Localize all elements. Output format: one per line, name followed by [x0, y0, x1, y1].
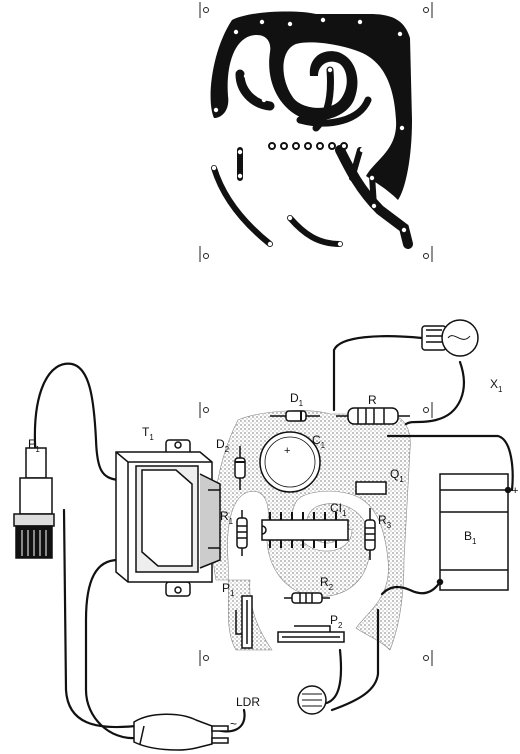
- pcb-track-mid: [237, 147, 377, 209]
- pcb-track-left: [211, 165, 273, 247]
- lamp-x1: [421, 319, 479, 357]
- label-b1: B1: [464, 529, 477, 546]
- label-ldr: LDR: [236, 695, 260, 709]
- label-x1: X1: [490, 377, 503, 394]
- pcb-ic-pads: [268, 142, 348, 150]
- pcb-track-bottom: [287, 215, 343, 247]
- wire-ldr-right: [330, 608, 380, 712]
- ic-ci1: [261, 512, 349, 548]
- pcb-corner-marks: [199, 2, 433, 262]
- pcb-copper-main: [210, 11, 412, 200]
- diode-d2: [234, 446, 246, 490]
- pcb-track-inner: [296, 66, 372, 132]
- wire-battery-plus: [386, 434, 514, 492]
- pcb-track-loop: [235, 69, 275, 111]
- wire-battery-minus: [380, 580, 442, 596]
- label-p2: P2: [330, 613, 343, 630]
- wire-transformer-to-plug: [84, 558, 138, 740]
- label-d1: D1: [290, 391, 304, 408]
- ac-mark: ~: [230, 717, 237, 731]
- battery-b1: [436, 473, 512, 591]
- transformer: [115, 439, 221, 597]
- resistor-r: [336, 407, 410, 425]
- trimmer-p2: [277, 625, 345, 643]
- label-c1: C1: [312, 433, 326, 450]
- label-ci1: CI1: [330, 501, 347, 518]
- wire-lamp-left: [332, 335, 424, 412]
- assembly-view: +: [13, 319, 514, 751]
- label-d2: D2: [216, 437, 230, 454]
- fuse-holder: [13, 447, 55, 559]
- label-t1: T1: [142, 425, 154, 442]
- pcb-track-diagonal: [335, 145, 413, 249]
- mains-plug: [133, 713, 229, 751]
- trimmer-p1: [235, 595, 253, 649]
- diode-d1: [270, 410, 320, 422]
- component-labels: F1 T1 D1 D2 R C1 X1 Q1 R1 CI1 R3 B1 P1 R…: [28, 377, 518, 731]
- label-r: R: [368, 393, 377, 407]
- label-f1: F1: [28, 437, 40, 454]
- pcb-pads: [211, 17, 407, 247]
- wire-lamp-right: [404, 360, 465, 426]
- transistor-q1: [355, 481, 387, 495]
- battery-plus-mark: +: [512, 485, 518, 497]
- label-r2: R2: [320, 575, 334, 592]
- board-corner-marks: [199, 402, 433, 666]
- label-r1: R1: [220, 509, 234, 526]
- resistor-r2: [284, 592, 330, 604]
- resistor-r1: [236, 510, 248, 556]
- resistor-r3: [364, 508, 376, 560]
- wire-fuse-to-transformer: [33, 362, 120, 482]
- capacitor-c1: [259, 431, 321, 493]
- capacitor-plus-mark: +: [284, 445, 290, 457]
- label-p1: P1: [222, 581, 235, 598]
- ldr: [297, 685, 327, 715]
- label-r3: R3: [378, 513, 392, 530]
- pcb-layout: [199, 2, 433, 262]
- label-q1: Q1: [390, 467, 404, 484]
